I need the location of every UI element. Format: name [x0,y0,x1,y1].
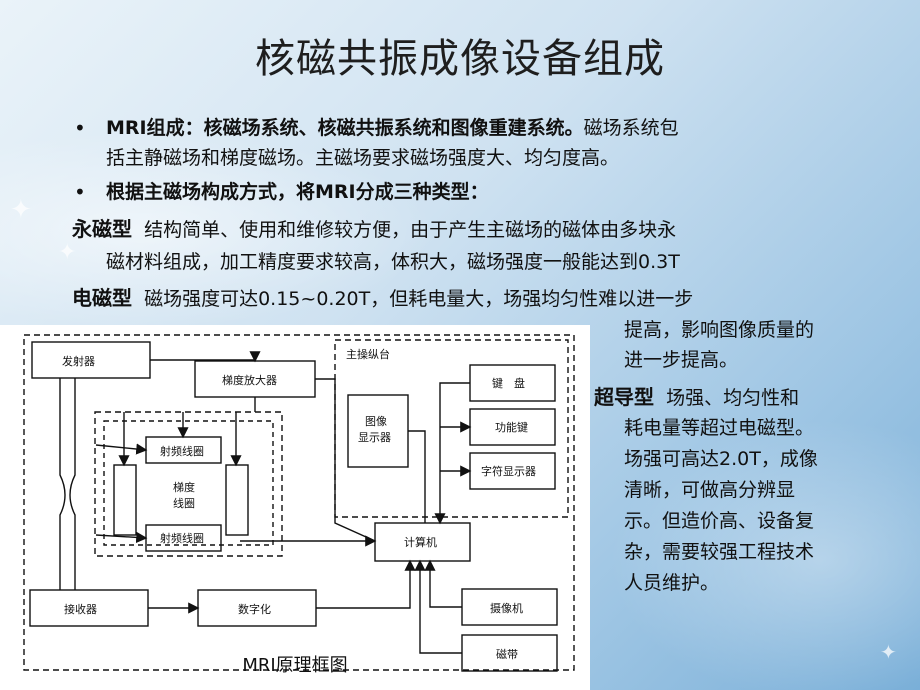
superconducting-line-3: 场强可高达2.0T，成像 [624,448,818,470]
superconducting-line-4: 清晰，可做高分辨显 [624,479,796,501]
decorative-star-icon: ✦ [880,640,897,664]
bullet-icon: • [74,116,86,140]
label-keyboard: 键 盘 [492,376,525,390]
superconducting-line-5: 示。但造价高、设备复 [624,510,815,532]
label-receiver: 接收器 [64,602,97,616]
diagram-caption: MRI原理框图 [242,655,348,676]
bullet-2-bold-text: 根据主磁场构成方式，将MRI分成三种类型： [106,181,489,203]
label-camera: 摄像机 [490,601,523,615]
permanent-magnet-line-1: 永磁型 结构简单、使用和维修较方便，由于产生主磁场的磁体由多块永 [72,212,676,247]
label-digitizer: 数字化 [238,602,271,616]
decorative-star-icon: ✦ [58,240,77,265]
electromagnet-line-3: 进一步提高。 [624,349,739,371]
label-main-console: 主操纵台 [346,347,390,361]
label-gradient-coil-2: 线圈 [173,496,195,510]
bullet-2-line: 根据主磁场构成方式，将MRI分成三种类型： [106,175,489,209]
label-gradient-coil-1: 梯度 [173,480,195,494]
bullet-icon: • [74,180,86,204]
gradient-coil-right [225,464,249,536]
system-dashed-box [23,334,575,671]
label-computer: 计算机 [404,535,437,549]
coupler-shape [59,378,66,590]
permanent-desc-1: 结构简单、使用和维修较方便，由于产生主磁场的磁体由多块永 [144,219,677,241]
decorative-star-icon: ✦ [10,195,32,225]
main-console-dashed-box [334,339,569,518]
type-name-superconducting: 超导型 [594,385,654,409]
magnet-dashed-box [94,411,283,557]
label-gradient-amp: 梯度放大器 [222,373,277,387]
bullet-1-bold-text: MRI组成：核磁场系统、核磁共振系统和图像重建系统。 [106,117,584,139]
type-name-electromagnet: 电磁型 [72,286,132,310]
bullet-1-line-1: MRI组成：核磁场系统、核磁共振系统和图像重建系统。磁场系统包 [106,111,679,145]
bullet-1-line-2: 括主静磁场和梯度磁场。主磁场要求磁场强度大、均匀度高。 [106,147,620,169]
label-rf-coil-top: 射频线圈 [160,444,204,458]
slide-title: 核磁共振成像设备组成 [255,36,665,82]
mri-block-diagram: 发射器 梯度放大器 主操纵台 键 盘 图像 显示器 功能键 字符显示器 射频线圈… [0,325,590,690]
superconducting-desc-1: 场强、均匀性和 [666,387,800,409]
label-char-display: 字符显示器 [481,464,536,478]
type-name-permanent: 永磁型 [72,217,132,241]
superconducting-line-7: 人员维护。 [624,572,720,594]
label-tape: 磁带 [496,648,518,661]
label-transmitter: 发射器 [62,354,95,368]
superconducting-line-6: 杂，需要较强工程技术 [624,541,815,563]
electromagnet-desc-1: 磁场强度可达0.15~0.20T，但耗电量大，场强均匀性难以进一步 [144,288,694,310]
superconducting-line-2: 耗电量等超过电磁型。 [624,417,815,439]
coil-dashed-box [103,420,274,546]
bullet-1-rest-text: 磁场系统包 [583,117,679,139]
label-image-display-1: 图像 [365,415,387,428]
label-rf-coil-bottom: 射频线圈 [160,531,204,545]
permanent-magnet-line-2: 磁材料组成，加工精度要求较高，体积大，磁场强度一般能达到0.3T [106,251,680,273]
electromagnet-line-1: 电磁型 磁场强度可达0.15~0.20T，但耗电量大，场强均匀性难以进一步 [72,281,693,316]
label-function-keys: 功能键 [495,420,528,434]
gradient-coil-left [113,464,137,536]
mri-block-diagram-svg: 发射器 梯度放大器 主操纵台 键 盘 图像 显示器 功能键 字符显示器 射频线圈… [23,334,575,672]
label-image-display-2: 显示器 [358,431,391,444]
superconducting-line-1: 超导型 场强、均匀性和 [594,380,799,415]
electromagnet-line-2: 提高，影响图像质量的 [624,319,815,341]
